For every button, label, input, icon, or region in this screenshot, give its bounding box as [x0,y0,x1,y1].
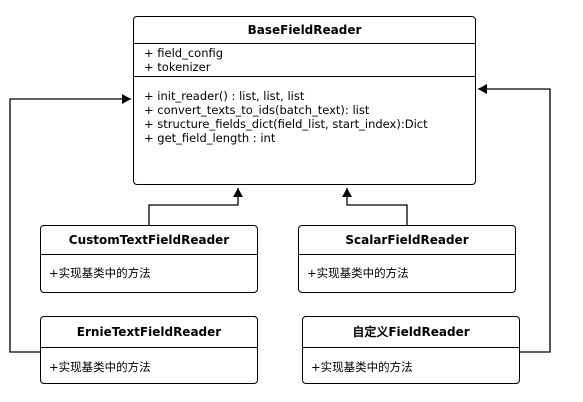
method-init-reader: + init_reader() : list, list, list [144,89,305,103]
custom-text-field-reader-class: CustomTextFieldReader +实现基类中的方法 [40,225,258,293]
method-get-field-length: + get_field_length : int [144,131,276,145]
custom-defined-field-reader-class: 自定义FieldReader +实现基类中的方法 [302,316,520,384]
custom-defined-class-title: 自定义FieldReader [303,317,519,348]
ernie-text-field-reader-class: ErnieTextFieldReader +实现基类中的方法 [40,316,258,384]
base-class-title: BaseFieldReader [134,17,475,44]
custom-defined-method: +实现基类中的方法 [311,360,413,374]
method-structure-fields-dict: + structure_fields_dict(field_list, star… [144,117,428,131]
scalar-method: +实现基类中的方法 [307,266,409,280]
custom-text-inheritance-line [148,188,243,225]
ernie-text-method: +实现基类中的方法 [49,360,151,374]
attribute-field-config: + field_config [144,46,224,60]
ernie-text-inheritance-line [9,94,131,353]
scalar-inheritance-line [342,188,408,225]
attribute-tokenizer: + tokenizer [144,60,211,74]
scalar-class-title: ScalarFieldReader [299,226,515,255]
custom-text-method: +实现基类中的方法 [49,266,151,280]
scalar-field-reader-class: ScalarFieldReader +实现基类中的方法 [298,225,516,293]
base-methods-section: + init_reader() : list, list, list + con… [134,77,475,145]
ernie-text-class-title: ErnieTextFieldReader [41,317,257,348]
base-field-reader-class: BaseFieldReader + field_config + tokeniz… [133,16,476,185]
method-convert-texts-to-ids: + convert_texts_to_ids(batch_text): list [144,103,370,117]
base-attributes-section: + field_config + tokenizer [134,44,475,77]
custom-defined-inheritance-line [478,84,551,353]
custom-text-class-title: CustomTextFieldReader [41,226,257,255]
